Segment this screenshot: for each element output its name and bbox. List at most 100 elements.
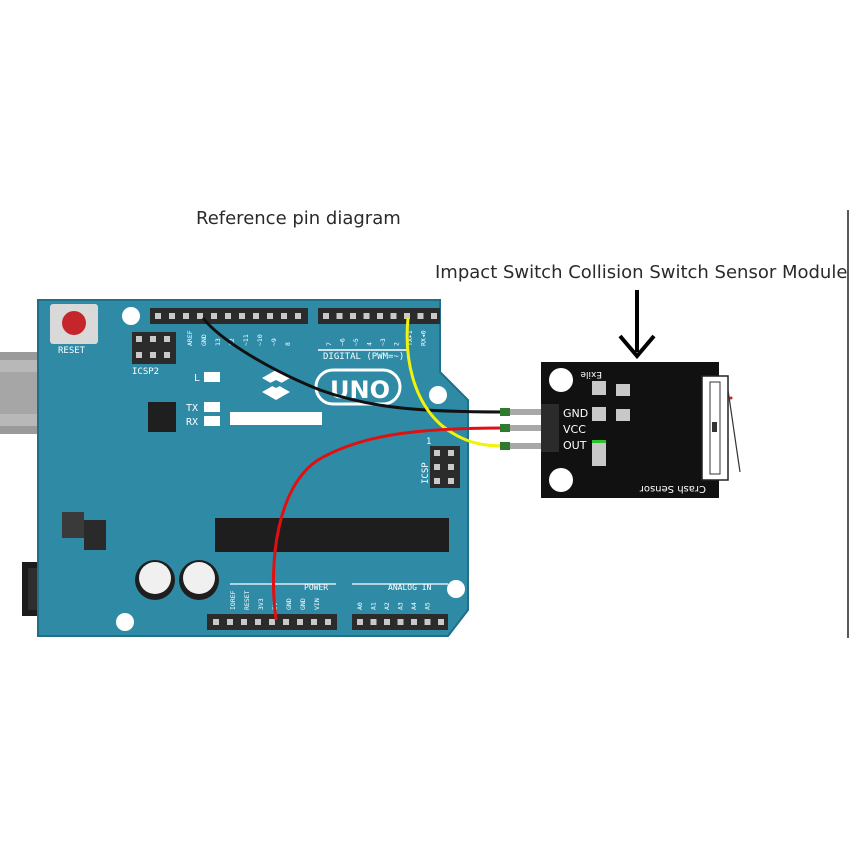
usb-chip [148,402,176,432]
header-pin [357,619,363,625]
module-text-bottom: Crash Sensor [639,483,706,494]
header-pin [336,313,343,319]
header-pin [323,313,329,319]
analog-pin-label: A5 [424,602,432,610]
header-pin [281,313,287,319]
header-pin [225,313,231,319]
header-pin [404,313,410,319]
header-pin [438,619,444,625]
header-pin [155,313,161,319]
module-mounting-hole [549,368,573,392]
header-pin [363,313,370,319]
led-rx [204,416,220,426]
arrow-down-icon [618,290,656,360]
header-pin [384,619,390,625]
header-pin [241,619,247,625]
icsp-header [430,446,460,488]
icsp2-header [132,332,176,364]
module-pin-gnd-label: GND [563,407,588,420]
wire-gnd [201,317,506,414]
header-pin [311,619,317,625]
header-pin [239,313,245,319]
led-tx [204,402,220,412]
header-pin [169,313,175,319]
header-pin [295,313,301,319]
header-pin [325,619,331,625]
capacitor [179,560,219,600]
icsp2-label: ICSP2 [132,367,159,377]
header-pin [390,313,397,319]
wire-out [405,317,506,448]
impact-switch-lever [701,375,741,481]
crash-sensor-module: Exile Crash Sensor [541,362,741,498]
led-rx-label: RX [186,417,198,428]
header-pin [431,313,437,319]
wire-connectors [500,408,541,450]
top-pin-label: 2 [393,342,401,346]
analog-pin-label: A2 [383,602,391,610]
top-pin-label: 7 [325,342,333,346]
mounting-hole [122,307,140,325]
header-pin [283,619,289,625]
module-pin-out-label: OUT [563,439,587,452]
analog-label: ANALOG IN [388,583,432,592]
power-pin-label: 3V3 [257,598,265,610]
analog-pin-label: A0 [356,602,364,610]
wire-vcc [271,426,506,621]
power-pin-label: IOREF [229,590,237,610]
header-pin [424,619,431,625]
reset-button[interactable] [50,304,98,344]
mounting-hole [447,580,465,598]
module-pin-vcc-label: VCC [563,423,586,436]
analog-pin-label: A3 [397,602,405,610]
power-pin-label: GND [299,598,307,610]
uno-logo: UNO [330,376,390,404]
mounting-hole [116,613,134,631]
top-pin-label: ~3 [379,338,387,346]
voltage-regulator [62,512,106,550]
header-pin [227,619,233,625]
power-pin-label: RESET [243,590,251,610]
top-pin-label: 8 [284,342,292,346]
header-pin [377,313,383,319]
module-mounting-hole [549,468,573,492]
header-pin [397,619,404,625]
header-pin [297,619,303,625]
top-pin-label: ~9 [270,338,278,346]
led-l [204,372,220,382]
header-pin [255,619,261,625]
header-pin [370,619,377,625]
power-pin-label: GND [285,598,293,610]
top-pin-label: GND [200,334,208,346]
top-pin-label: ~5 [352,338,360,346]
top-pin-label: ~11 [242,334,250,346]
header-pin [213,619,219,625]
reset-label: RESET [58,346,86,356]
digital-label: DIGITAL (PWM=~) [323,352,404,362]
header-pin [183,313,189,319]
header-pin [411,619,417,625]
top-pin-label: RX◂0 [420,330,428,346]
top-pin-label: TX▸1 [406,330,414,346]
header-pin [269,619,275,625]
led-tx-label: TX [186,403,198,414]
mounting-hole [429,386,447,404]
header-pin [197,313,203,319]
power-label: POWER [304,583,328,592]
label-strip [230,412,322,425]
header-pin [350,313,356,319]
module-caption: Impact Switch Collision Switch Sensor Mo… [435,262,848,283]
power-pin-label: VIN [313,598,321,610]
header-pin [211,313,217,319]
module-text-top: Exile [580,369,602,379]
top-pin-label: 4 [366,342,374,346]
header-pin [417,313,424,319]
top-pin-label: ~6 [339,338,347,346]
analog-pin-label: A1 [370,602,378,610]
reference-caption: Reference pin diagram [196,208,401,229]
led-l-label: L [194,373,200,384]
analog-pin-label: A4 [410,602,418,610]
capacitor [135,560,175,600]
